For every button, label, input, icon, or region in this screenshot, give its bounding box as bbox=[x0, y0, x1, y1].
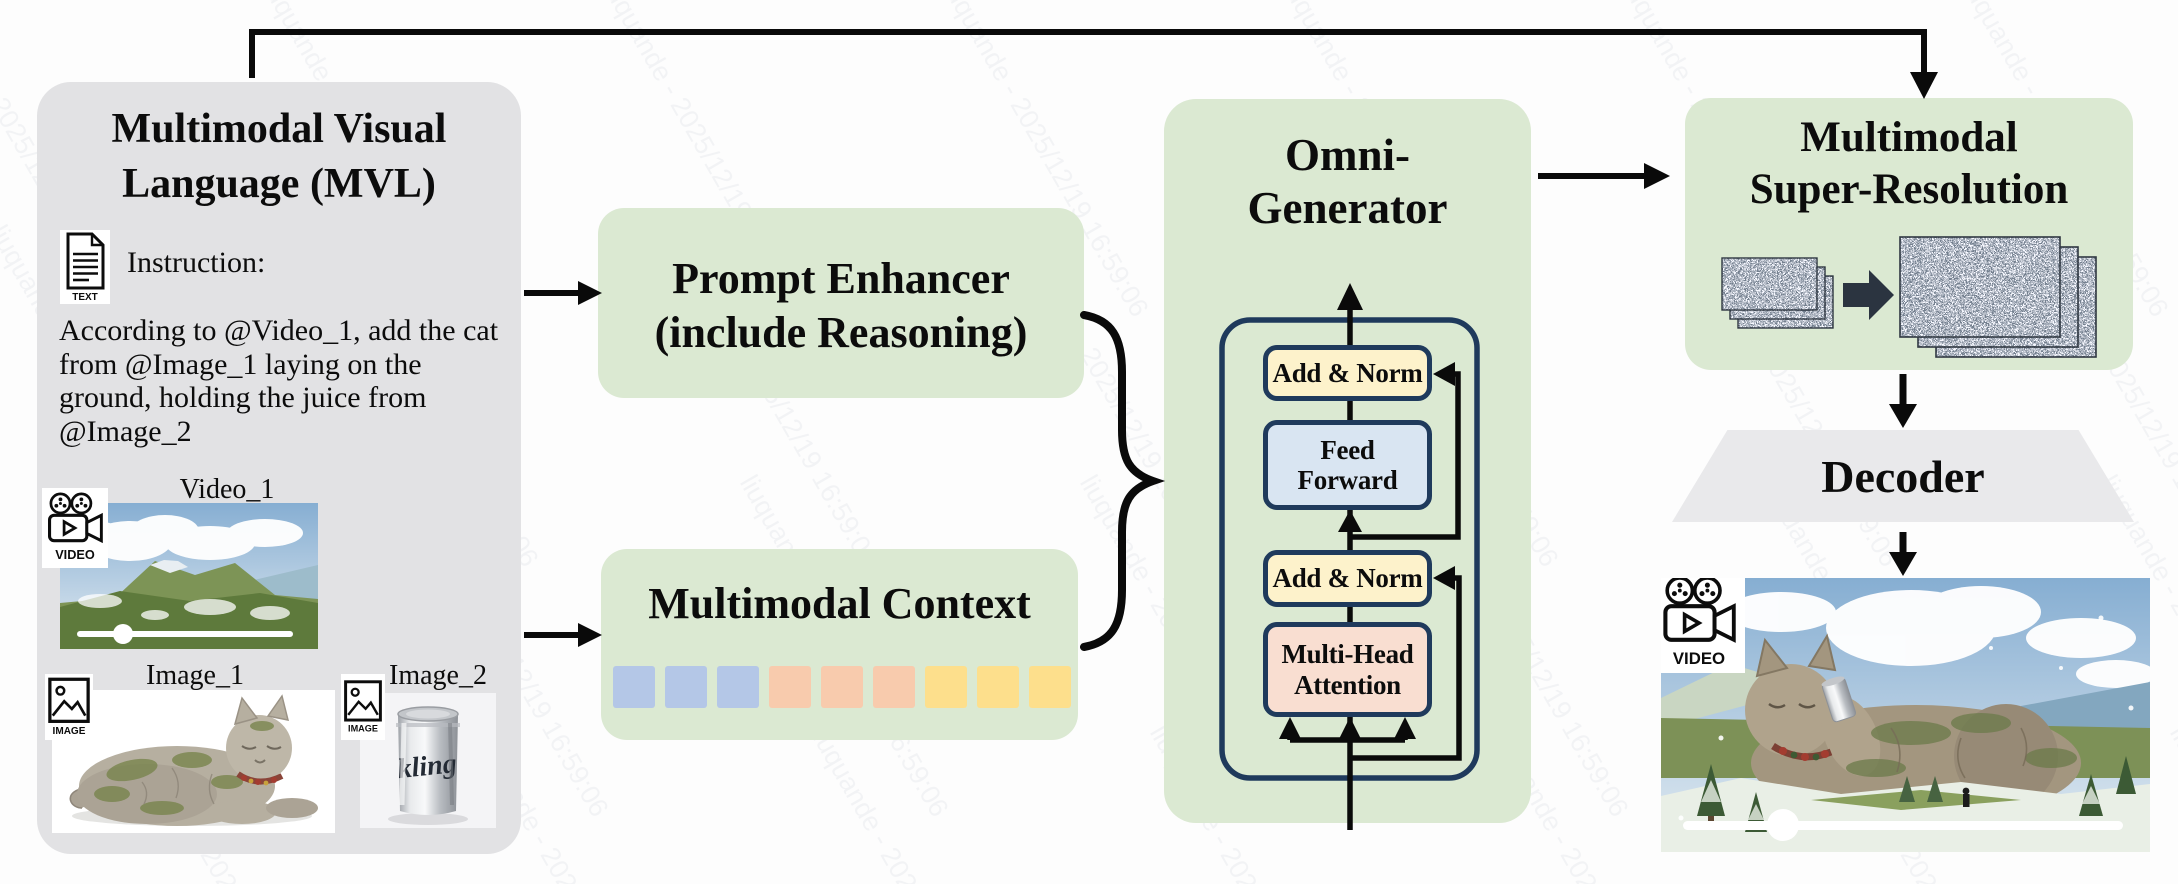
omni-title-line2: Generator bbox=[1247, 183, 1448, 234]
super-resolution-line1: Multimodal bbox=[1800, 114, 2018, 161]
output-trees bbox=[1697, 756, 2136, 832]
instruction-text: According to @Video_1, add the cat from … bbox=[59, 314, 499, 448]
multi-head-attention-block: Multi-Head Attention bbox=[1263, 622, 1432, 717]
video1-thumbnail bbox=[60, 503, 318, 649]
video1-progress-knob bbox=[113, 624, 133, 644]
super-resolution-line2: Super-Resolution bbox=[1749, 166, 2069, 214]
video1-label: Video_1 bbox=[179, 474, 275, 505]
feed-forward-block: Feed Forward bbox=[1263, 420, 1432, 510]
watermark-text: liuquande - 2025/12/19 16:59:06 bbox=[803, 720, 1024, 884]
video1-landscape bbox=[60, 503, 318, 649]
prompt-enhancer-title: Prompt Enhancer (include Reasoning) bbox=[598, 252, 1084, 359]
output-progress-knob bbox=[1767, 809, 1799, 841]
omni-generator-title: Omni- Generator bbox=[1164, 129, 1531, 235]
watermark-text: liuquande - 2025/12/19 16:59:06 bbox=[2163, 720, 2178, 884]
output-video-icon bbox=[1661, 578, 1745, 673]
stone-cat-image bbox=[69, 694, 318, 826]
mvl-to-context-arrowhead bbox=[578, 623, 602, 647]
prompt-enhancer-line2: (include Reasoning) bbox=[654, 307, 1028, 357]
multimodal-context-title: Multimodal Context bbox=[648, 579, 1031, 628]
super-resolution-title: Multimodal Super-Resolution bbox=[1685, 112, 2133, 217]
omni-title-line1: Omni- bbox=[1284, 130, 1410, 180]
output-person bbox=[1962, 787, 1970, 807]
brace-to-generator bbox=[1080, 311, 1166, 651]
feedback-line bbox=[249, 29, 1927, 86]
multimodal-context-box: Multimodal Context bbox=[601, 549, 1078, 740]
image2-label: Image_2 bbox=[389, 660, 487, 691]
instruction-label: Instruction: bbox=[127, 246, 266, 279]
image2-thumbnail: kling bbox=[360, 693, 496, 828]
kling-can-image: kling bbox=[388, 706, 468, 825]
context-token bbox=[925, 666, 967, 708]
mvl-title: Multimodal Visual Language (MVL) bbox=[111, 106, 447, 207]
image1-label: Image_1 bbox=[146, 660, 244, 691]
sr-to-decoder-arrowhead bbox=[1889, 404, 1917, 428]
decoder-to-video-arrowhead bbox=[1889, 552, 1917, 576]
prompt-enhancer-line1: Prompt Enhancer bbox=[672, 254, 1010, 303]
context-token bbox=[977, 666, 1019, 708]
context-token bbox=[1029, 666, 1071, 708]
context-token bbox=[873, 666, 915, 708]
add-norm-top-block: Add & Norm bbox=[1263, 345, 1432, 401]
context-token bbox=[613, 666, 655, 708]
context-token bbox=[821, 666, 863, 708]
can-brand-text: kling bbox=[396, 748, 458, 785]
context-token bbox=[665, 666, 707, 708]
feedback-arrowhead bbox=[1910, 72, 1938, 99]
generator-to-sr-arrowhead bbox=[1644, 163, 1670, 189]
output-video bbox=[1661, 578, 2150, 852]
prompt-enhancer-box: Prompt Enhancer (include Reasoning) bbox=[598, 208, 1084, 398]
context-token-row bbox=[613, 666, 1071, 708]
context-token bbox=[769, 666, 811, 708]
mvl-panel: Multimodal Visual Language (MVL) Instruc… bbox=[37, 82, 521, 854]
add-norm-bottom-block: Add & Norm bbox=[1263, 550, 1432, 607]
decoder-trapezoid: Decoder bbox=[1672, 430, 2134, 522]
super-resolution-box: Multimodal Super-Resolution bbox=[1685, 98, 2133, 370]
video1-video-icon bbox=[42, 488, 108, 568]
context-token bbox=[717, 666, 759, 708]
image1-thumbnail bbox=[52, 690, 335, 833]
image2-image-icon bbox=[341, 674, 385, 740]
text-icon bbox=[60, 230, 110, 304]
image1-image-icon bbox=[45, 674, 93, 740]
decoder-title: Decoder bbox=[1821, 450, 1985, 502]
output-video-landscape bbox=[1661, 578, 2150, 852]
